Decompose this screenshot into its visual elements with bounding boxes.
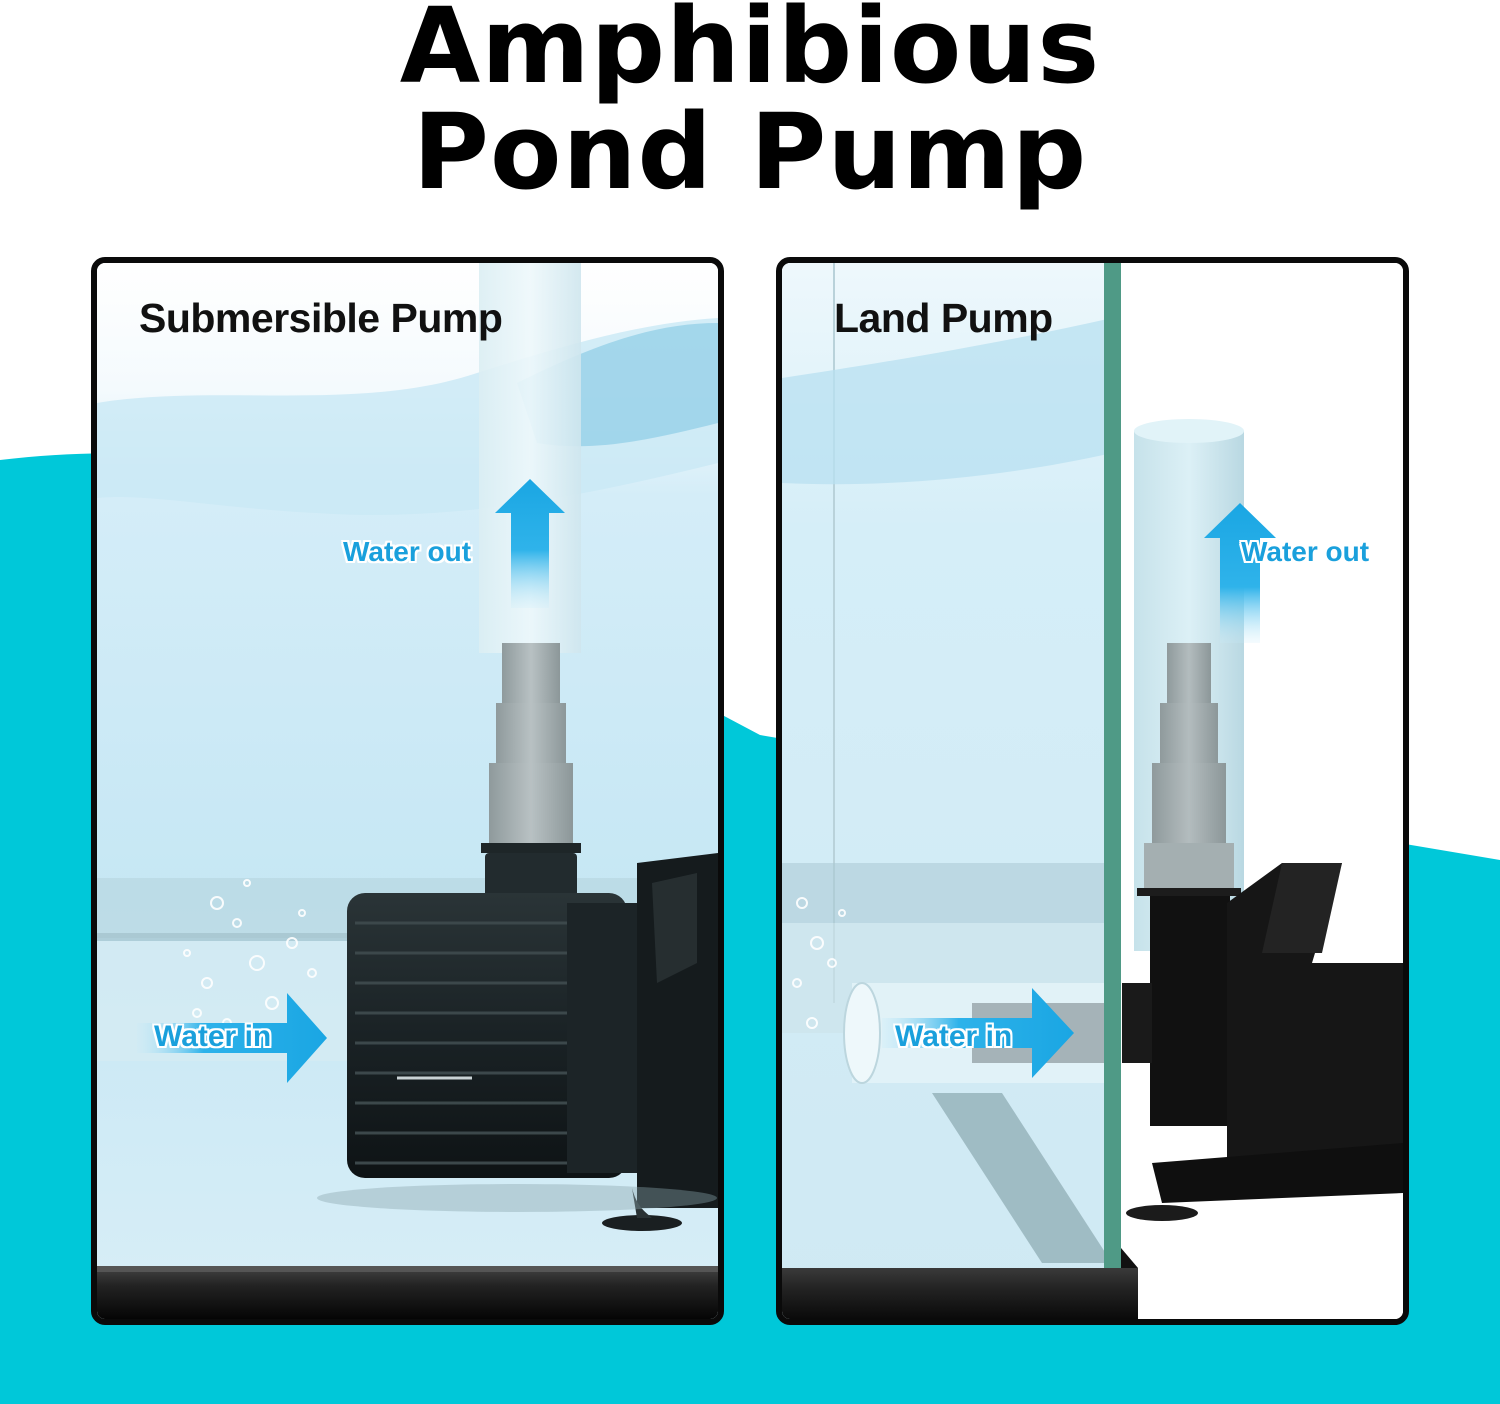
up-arrow-icon [501, 479, 571, 609]
headline-line-2: Pond Pump [412, 91, 1088, 213]
land-pump-panel: Land Pump Water out Water in [776, 257, 1409, 1325]
water-out-label: Water out [343, 536, 472, 567]
submersible-pump-panel: Submersible Pump Water out Water in [91, 257, 724, 1325]
panel-title-submersible: Submersible Pump [139, 295, 503, 341]
land-scene-illustration [782, 263, 1403, 1319]
glass-pane [1104, 263, 1121, 1268]
water-out-label: Water out [1241, 536, 1370, 567]
water-in-label: Water in [895, 1020, 1013, 1053]
up-arrow-icon [1204, 503, 1276, 643]
panel-title-land: Land Pump [834, 295, 1053, 341]
water-in-label: Water in [154, 1020, 272, 1053]
submersible-scene-illustration [97, 263, 718, 1319]
headline-line-1: Amphibious [399, 0, 1101, 107]
